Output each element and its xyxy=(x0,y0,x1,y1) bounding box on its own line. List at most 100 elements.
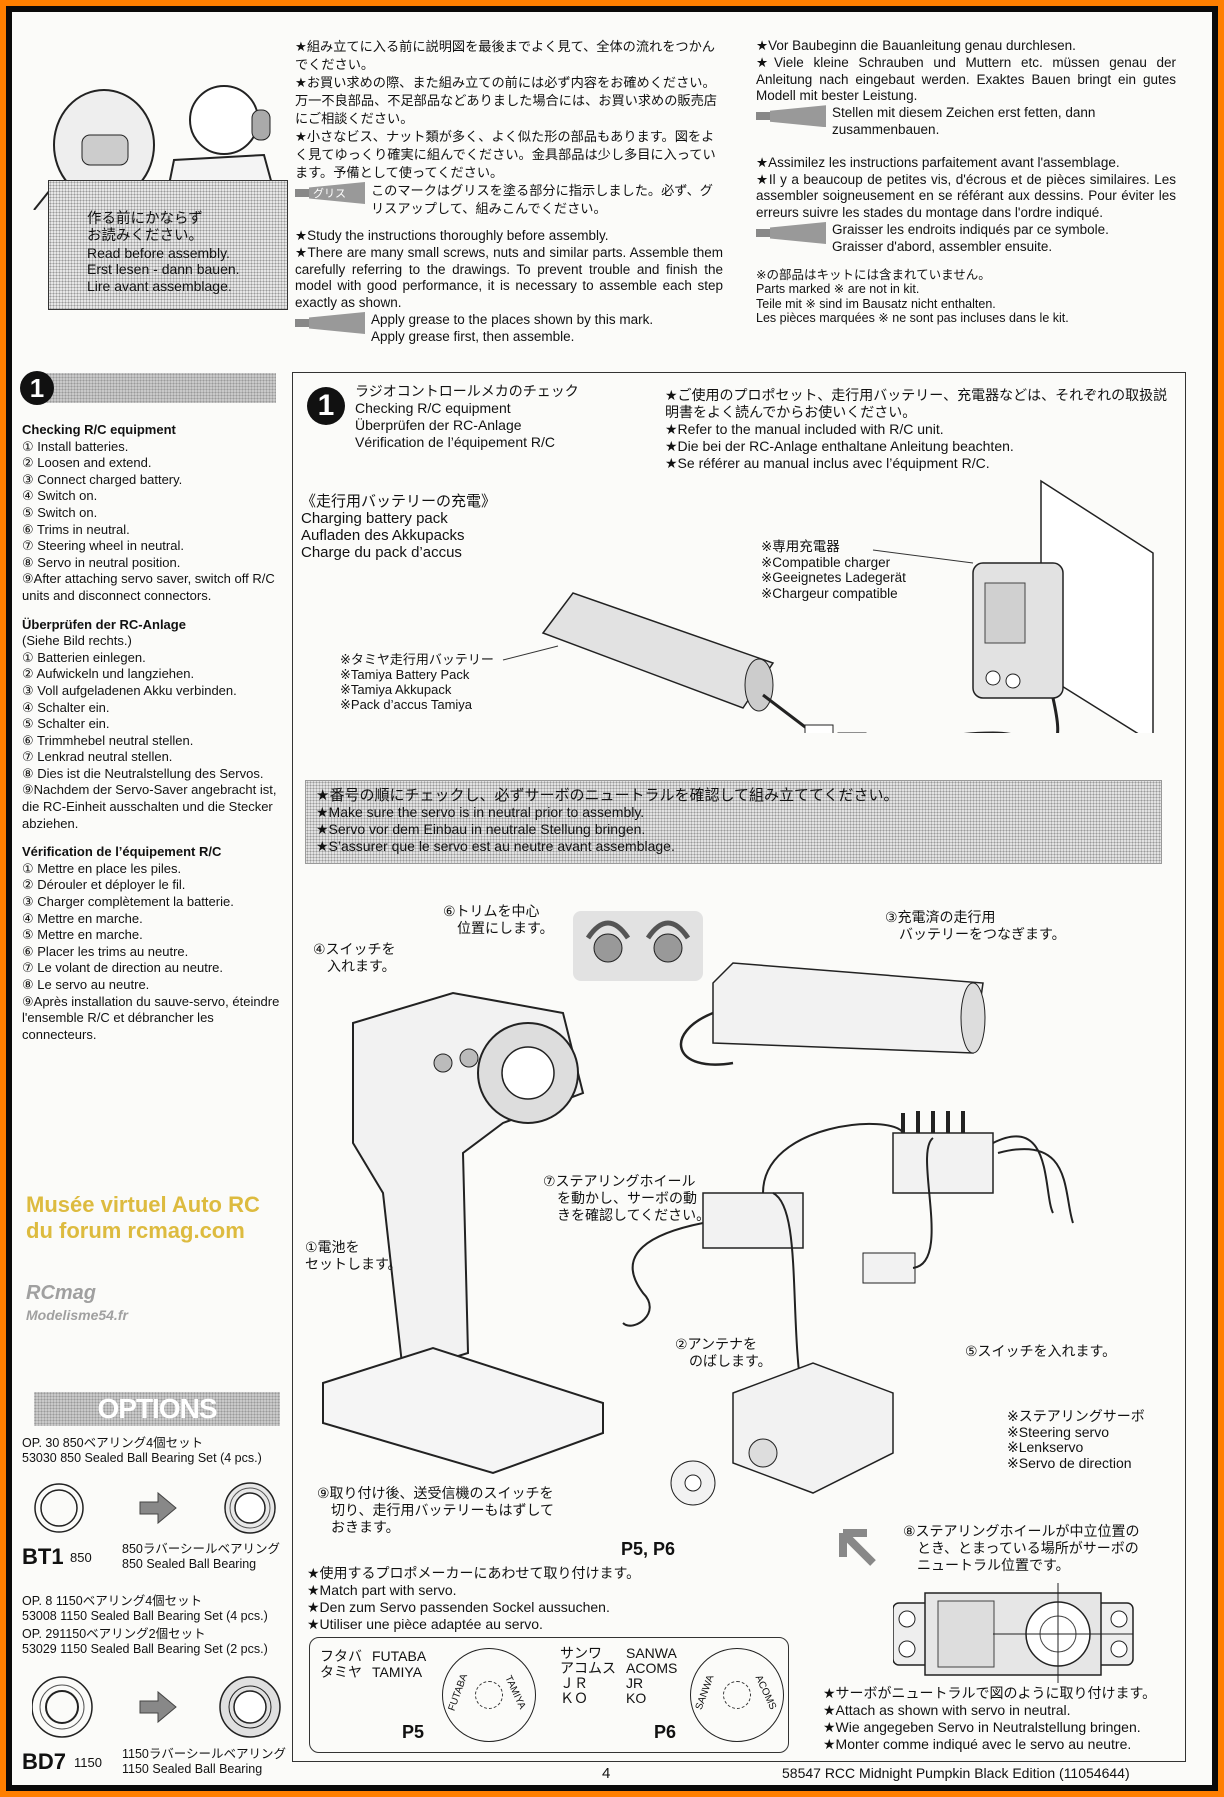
callout-6: ⑥トリムを中心位置にします。 xyxy=(443,903,554,937)
bt1-result-jp: 850ラバーシールベアリング xyxy=(122,1542,280,1556)
callout-1: ①電池をセットします。 xyxy=(305,1239,402,1273)
list-item: ⑨Nachdem der Servo-Saver angebracht ist,… xyxy=(22,782,277,831)
not-in-kit-de: Teile mit ※ sind im Bausatz nicht enthal… xyxy=(756,296,996,311)
list-item: ⑦ Le volant de direction au neutre. xyxy=(22,960,224,976)
grease-tube-icon xyxy=(756,105,826,127)
callout-2-line2: のばします。 xyxy=(689,1353,772,1369)
rc-system-diagram xyxy=(322,911,1074,1506)
charging-fr: Charge du pack d’accus xyxy=(301,544,462,561)
charger-icon xyxy=(972,562,1064,699)
servo-neutral-diagram xyxy=(893,1583,1134,1683)
section-title: Überprüfen der RC-Anlage xyxy=(22,616,186,632)
bt1-code: BT1 xyxy=(22,1544,64,1569)
list-item: ④ Switch on. xyxy=(22,488,98,504)
callout-8-line3: ニュートラル位置です。 xyxy=(917,1557,1070,1573)
grease-tube-icon xyxy=(295,312,365,334)
grease-fr-1: Graisser les endroits indiqués par ce sy… xyxy=(832,221,1109,237)
battery-label-de: ※Tamiya Akkupack xyxy=(340,682,452,697)
attach-note: ★サーボがニュートラルで図のように取り付けます。 ★Attach as show… xyxy=(823,1685,1156,1753)
section-en: Checking R/C equipment ① Install batteri… xyxy=(22,422,284,605)
step-title-de: Überprüfen der RC-Anlage xyxy=(355,417,522,433)
page-number: 4 xyxy=(602,1765,611,1782)
maker-jp: タミヤ xyxy=(320,1664,362,1680)
intro-en-2: ★There are many small screws, nuts and s… xyxy=(295,244,723,311)
step-number-badge: 1 xyxy=(307,387,345,425)
step-title: ラジオコントロールメカのチェック Checking R/C equipment … xyxy=(355,383,579,451)
charging-illustration xyxy=(502,479,1154,733)
callout-7-line3: きを確認してください。 xyxy=(557,1207,711,1223)
step-title-en: Checking R/C equipment xyxy=(355,400,511,416)
section-de: Überprüfen der RC-Anlage (Siehe Bild rec… xyxy=(22,617,284,833)
futaba-jp: フタバタミヤ xyxy=(320,1648,362,1680)
charging-jp: 《走行用バッテリーの充電》 xyxy=(301,493,497,510)
battery-cable xyxy=(679,1011,734,1066)
step-1-panel: 1 ラジオコントロールメカのチェック Checking R/C equipmen… xyxy=(292,372,1186,1762)
servo-label-jp: ※ステアリングサーボ xyxy=(1007,1408,1145,1424)
section-fr: Vérification de l’équipement R/C ① Mettr… xyxy=(22,844,284,1043)
battery-pack-icon xyxy=(541,592,775,712)
intro-de: Erst lesen - dann bauen. xyxy=(87,261,240,278)
bd7-result-jp: 1150ラバーシールベアリング xyxy=(122,1747,287,1761)
intro-jp-line1: 作る前にかならず xyxy=(87,211,203,227)
manual-note-en: ★Refer to the manual included with R/C u… xyxy=(665,421,944,437)
intro-jp-line2: お読みください。 xyxy=(87,227,203,244)
battery-label-en: ※Tamiya Battery Pack xyxy=(340,667,470,682)
manual-note-jp: ★ご使用のプロポセット、走行用バッテリー、充電器などは、それぞれの取扱説明書をよ… xyxy=(665,387,1168,420)
callout-2-line1: ②アンテナを xyxy=(675,1336,757,1352)
bd7-size: 1150 xyxy=(74,1755,102,1770)
intro-sign: 作る前にかならず お読みください。 Read before assembly. … xyxy=(48,180,288,310)
match-note-de: ★Den zum Servo passenden Sockel aussuche… xyxy=(307,1599,610,1615)
callout-3-line2: バッテリーをつなぎます。 xyxy=(899,926,1066,942)
instruction-page: 作る前にかならず お読みください。 Read before assembly. … xyxy=(12,12,1212,1785)
maker-jp: ＫＯ xyxy=(560,1690,588,1706)
connector-icon xyxy=(804,724,834,733)
bd7-bushing-icon xyxy=(32,1676,93,1738)
options-section: OPTIONS OP. 30 850ベアリング4個セット 53030 850 S… xyxy=(22,1392,294,1777)
switch-icon xyxy=(862,1252,916,1284)
grease-en-1: Apply grease to the places shown by this… xyxy=(371,311,654,327)
bt1-size: 850 xyxy=(70,1550,92,1565)
grease-en-2: Apply grease first, then assemble. xyxy=(371,328,575,344)
manual-note: ★ご使用のプロポセット、走行用バッテリー、充電器などは、それぞれの取扱説明書をよ… xyxy=(665,387,1180,472)
p5-label: P5 xyxy=(402,1722,425,1742)
neutral-notice-jp: ★番号の順にチェックし、必ずサーボのニュートラルを確認して組み立ててください。 xyxy=(316,787,899,804)
p6-horn-icon: SANWA ACOMS xyxy=(690,1648,784,1742)
manual-note-fr: ★Se référer au manual inclus avec l’équi… xyxy=(665,455,990,471)
p6-ring-text: ACOMS xyxy=(752,1673,779,1712)
motor-leads xyxy=(992,1135,1074,1224)
list-item: ⑦ Lenkrad neutral stellen. xyxy=(22,749,173,765)
maker-jp: アコムス xyxy=(560,1660,616,1676)
not-in-kit-en: Parts marked ※ are not in kit. xyxy=(756,282,920,297)
list-item: ① Batterien einlegen. xyxy=(22,649,146,665)
callout-6-line2: 位置にします。 xyxy=(457,920,554,936)
charging-de: Aufladen des Akkupacks xyxy=(301,527,465,544)
maker-en: KO xyxy=(626,1690,647,1706)
charger-label-fr: ※Chargeur compatible xyxy=(761,585,898,601)
list-item: ⑧ Le servo au neutre. xyxy=(22,977,150,992)
match-note-en: ★Match part with servo. xyxy=(307,1582,457,1598)
intro-jp-2: ★お買い求めの際、また組み立ての前には必ず内容をお確めください。万一不良部品、不… xyxy=(295,75,717,126)
step-title-fr: Vérification de l’équipement R/C xyxy=(355,434,555,450)
charging-en: Charging battery pack xyxy=(301,510,448,527)
arrow-right-icon xyxy=(139,1491,177,1525)
list-item: ⑧ Servo in neutral position. xyxy=(22,554,181,570)
callout-8-line2: とき、とまっている場所がサーボの xyxy=(917,1540,1139,1556)
bt1-bushing-icon xyxy=(34,1483,84,1533)
servo-icon xyxy=(732,1362,894,1494)
option-set2-jp: OP. 8 1150ベアリング4個セット xyxy=(22,1594,203,1608)
list-item: ② Dérouler et déployer le fil. xyxy=(22,877,186,893)
bearing-upgrade-diagram xyxy=(32,1676,281,1738)
bd7-code: BD7 xyxy=(22,1749,67,1774)
callout-3: ③充電済の走行用バッテリーをつなぎます。 xyxy=(885,909,1066,943)
intro-en: Read before assembly. xyxy=(87,244,230,261)
list-item: ③ Voll aufgeladenen Akku verbinden. xyxy=(22,682,237,698)
intro-fr: Lire avant assemblage. xyxy=(87,278,232,295)
intro-jp-1: ★組み立てに入る前に説明図を最後までよく見て、全体の流れをつかんでください。 xyxy=(295,39,715,72)
section-title: Checking R/C equipment xyxy=(22,422,176,437)
intro-en-1: ★Study the instructions thoroughly befor… xyxy=(295,228,609,243)
p6-label: P6 xyxy=(654,1722,677,1742)
list-item: ⑤ Schalter ein. xyxy=(22,716,110,732)
